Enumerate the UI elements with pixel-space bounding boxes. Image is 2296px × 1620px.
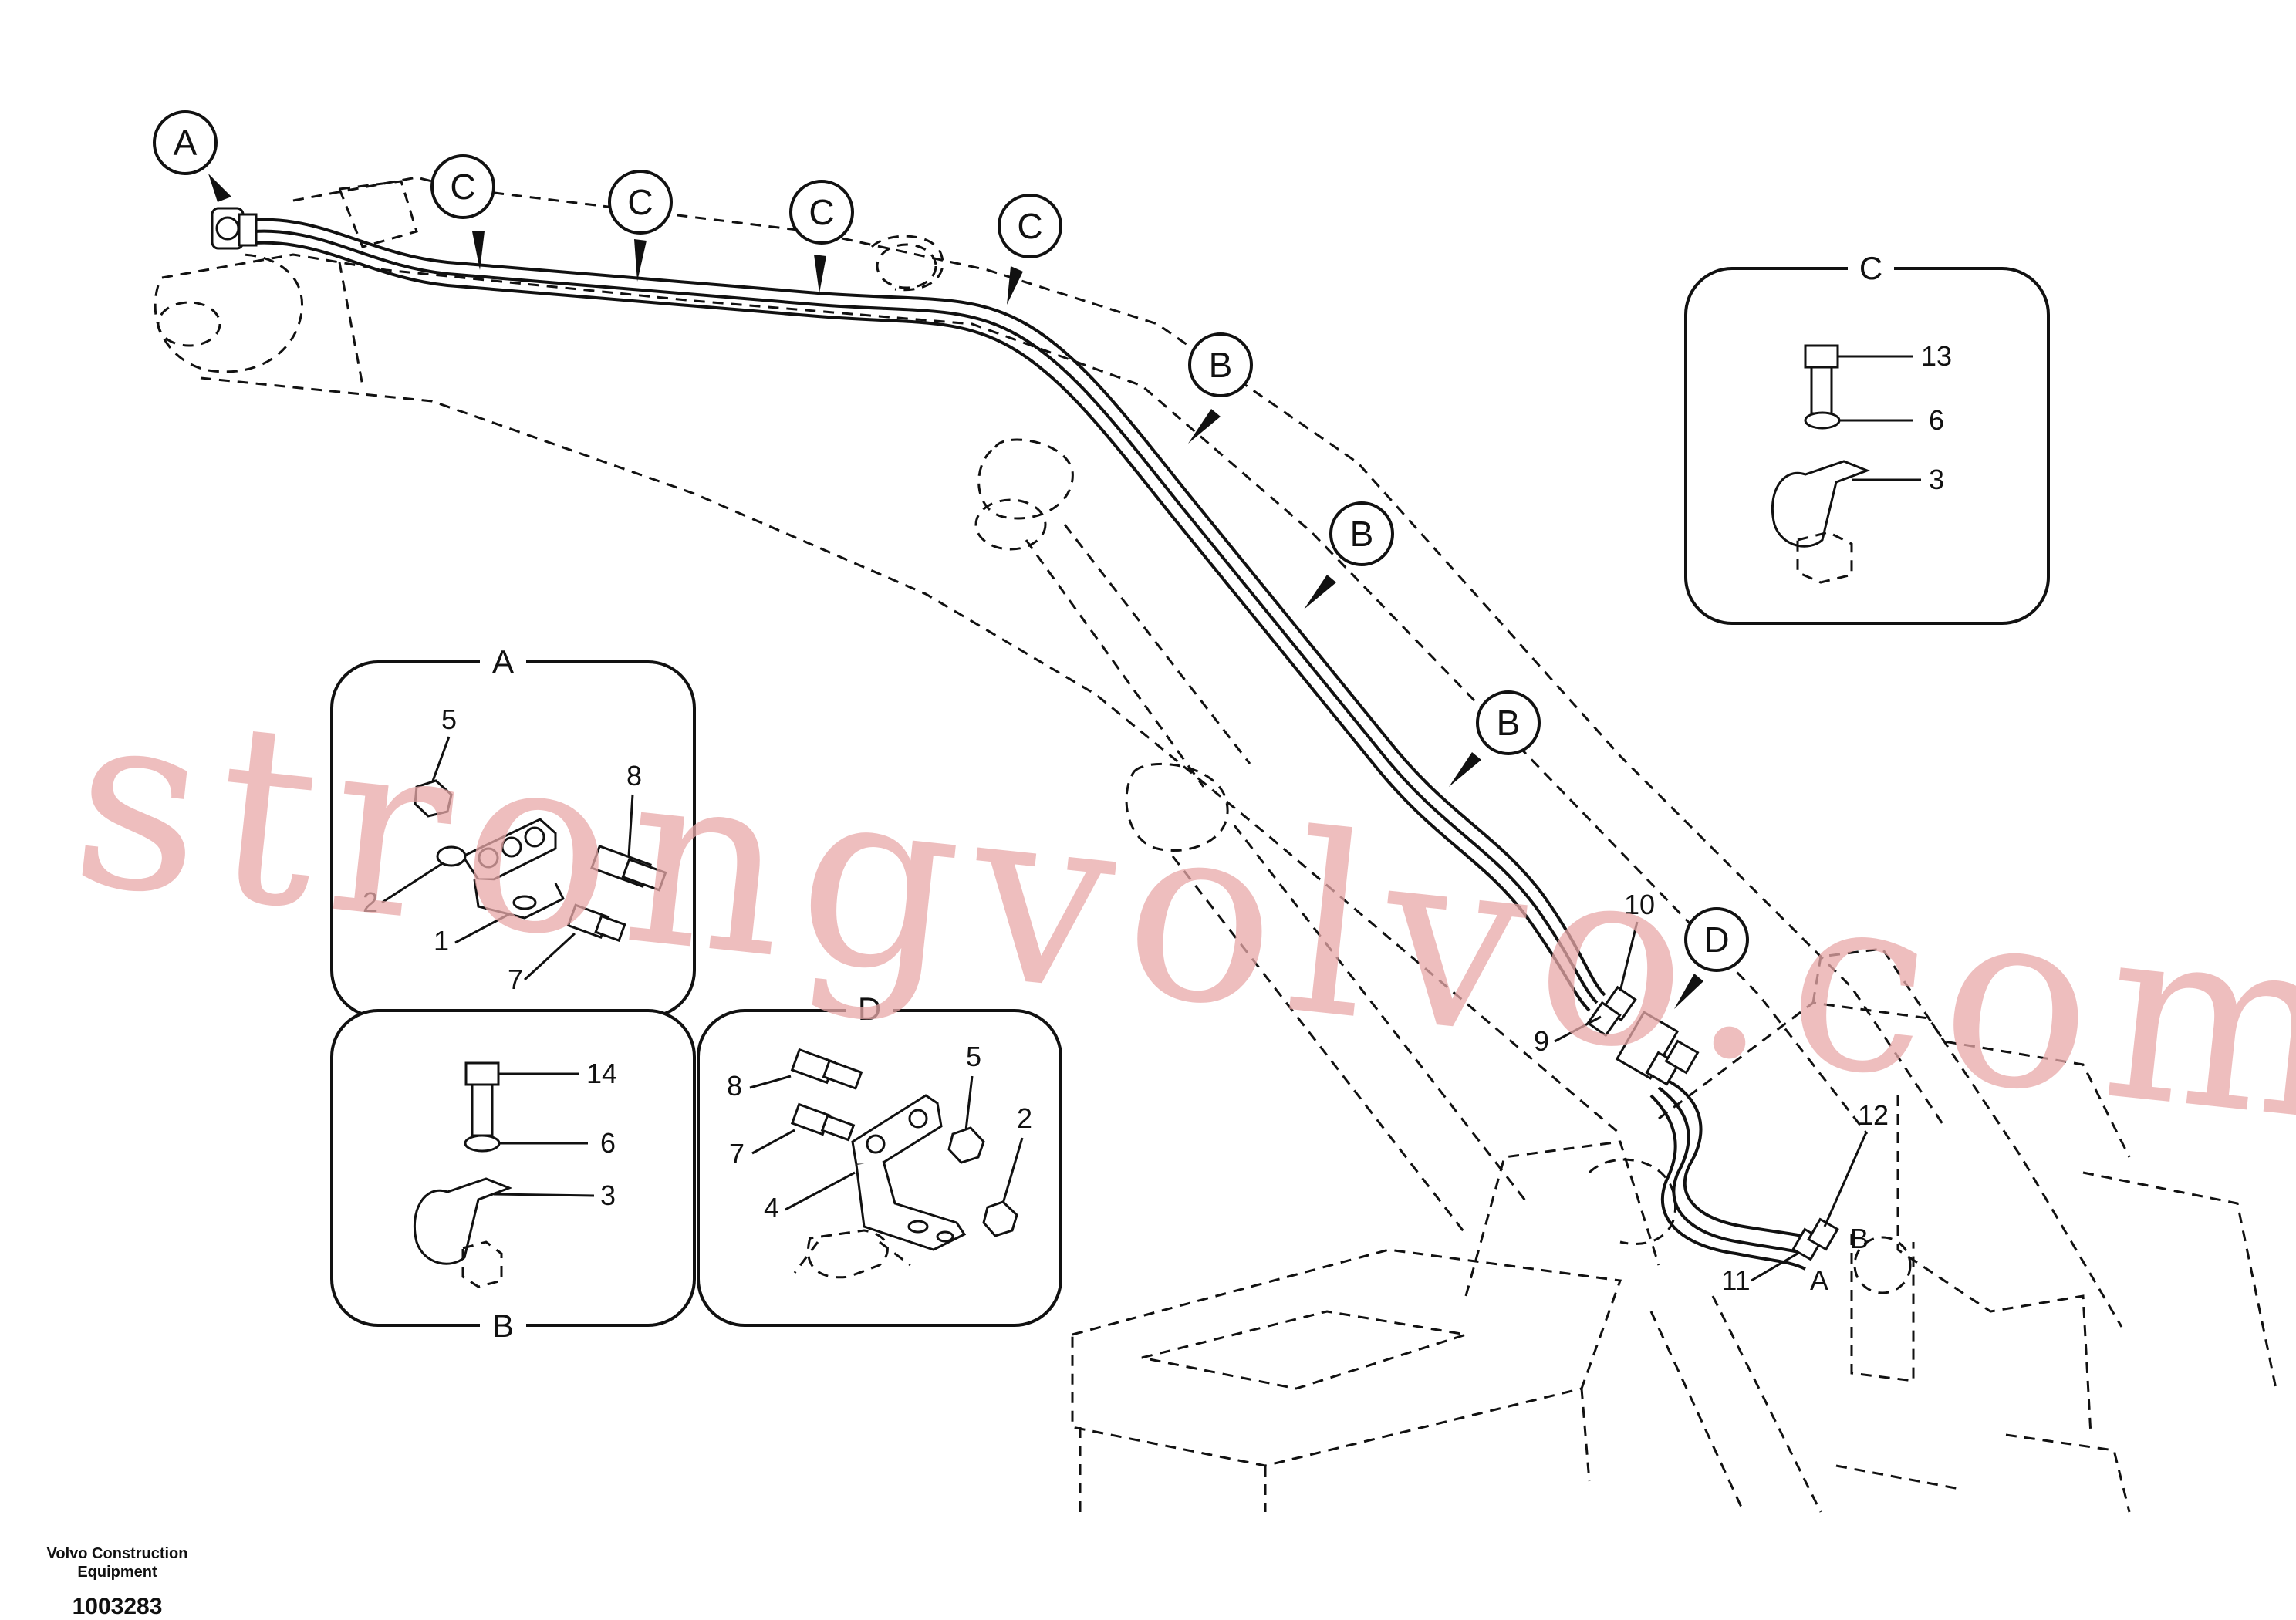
svg-text:3: 3: [1929, 464, 1944, 495]
callout-c-2: C: [608, 170, 673, 235]
svg-text:B: B: [492, 1308, 514, 1344]
svg-text:11: 11: [1721, 1264, 1750, 1296]
svg-text:4: 4: [764, 1192, 779, 1223]
pointer-arrows: [208, 174, 1703, 1009]
footer: Volvo Construction Equipment 1003283: [47, 1545, 188, 1619]
manifold-fittings: [1586, 985, 1912, 1294]
svg-text:D: D: [858, 991, 881, 1027]
svg-text:B: B: [1350, 514, 1374, 554]
svg-text:2: 2: [363, 886, 378, 918]
svg-text:C: C: [450, 167, 475, 207]
svg-text:8: 8: [727, 1070, 742, 1102]
svg-text:7: 7: [508, 964, 523, 995]
svg-text:9: 9: [1534, 1025, 1549, 1057]
svg-text:A: A: [492, 643, 514, 680]
hose-bundle: [254, 218, 1822, 1271]
callout-b-3: B: [1476, 690, 1541, 755]
callout-b-2: B: [1329, 501, 1394, 566]
svg-text:B: B: [1209, 345, 1233, 385]
svg-text:14: 14: [586, 1058, 617, 1089]
company-name-line1: Volvo Construction: [47, 1545, 188, 1562]
svg-text:13: 13: [1921, 340, 1952, 372]
callout-a: A: [153, 110, 218, 175]
svg-text:12: 12: [1858, 1099, 1889, 1131]
base-outline: [1071, 947, 2277, 1513]
svg-text:B: B: [1850, 1223, 1869, 1254]
svg-text:6: 6: [1929, 404, 1944, 436]
svg-text:5: 5: [441, 704, 457, 735]
svg-text:C: C: [627, 182, 653, 222]
svg-text:D: D: [1703, 920, 1729, 960]
svg-text:6: 6: [600, 1127, 616, 1159]
svg-text:10: 10: [1624, 889, 1655, 920]
svg-text:1: 1: [434, 925, 449, 957]
svg-text:C: C: [1017, 206, 1042, 246]
svg-text:8: 8: [626, 760, 642, 791]
drawing-number: 1003283: [73, 1594, 163, 1619]
detail-b: B 14 6 3: [330, 1009, 696, 1348]
detail-c: C 13 6 3: [1684, 248, 2050, 625]
company-name-line2: Equipment: [77, 1564, 157, 1581]
svg-text:B: B: [1497, 703, 1521, 743]
callout-c-3: C: [789, 180, 854, 245]
svg-text:A: A: [174, 123, 198, 163]
detail-a: A 5 8 2 1 7: [330, 642, 696, 1018]
callout-b-1: B: [1188, 332, 1253, 397]
detail-d: D 8 7 5 2 4: [697, 989, 1062, 1327]
svg-text:3: 3: [600, 1180, 616, 1211]
svg-text:C: C: [809, 192, 834, 232]
callout-c-4: C: [998, 194, 1062, 258]
svg-text:2: 2: [1017, 1102, 1032, 1134]
callout-c-1: C: [430, 154, 495, 219]
callout-d: D: [1684, 907, 1749, 972]
hose-labels: 10 9 12 11 A B: [1534, 889, 1889, 1296]
svg-text:7: 7: [729, 1138, 745, 1169]
boom-end-fitting: [211, 207, 258, 250]
svg-text:5: 5: [966, 1041, 981, 1072]
svg-text:C: C: [1859, 250, 1882, 286]
svg-text:A: A: [1810, 1264, 1828, 1296]
